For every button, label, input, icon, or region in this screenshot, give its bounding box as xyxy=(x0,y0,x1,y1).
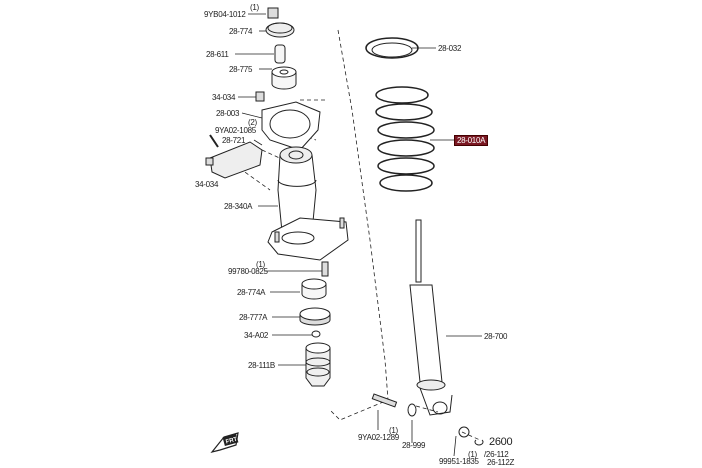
part-label-28-999[interactable]: 28-999 xyxy=(402,441,426,450)
part-label-28-774[interactable]: 28-774 xyxy=(229,27,253,36)
front-arrow-text: FRT xyxy=(225,437,238,446)
part-label-28-003[interactable]: 28-003 xyxy=(216,109,240,118)
qty-9yb04: (1) xyxy=(250,3,259,12)
part-label-9yb04-1012[interactable]: 9YB04-1012 xyxy=(204,10,246,19)
part-label-28-010a-highlighted[interactable]: 28-010A xyxy=(454,135,489,146)
coil-spring xyxy=(375,86,435,192)
part-label-99951-1835[interactable]: 99951-1835 xyxy=(439,457,479,466)
part-label-28-774a[interactable]: 28-774A xyxy=(237,288,266,297)
ring-34-a02 xyxy=(311,330,321,338)
part-label-26-112[interactable]: /26-112 xyxy=(484,450,509,459)
part-label-28-777a[interactable]: 28-777A xyxy=(239,313,268,322)
part-label-9ya02-1289[interactable]: 9YA02-1289 xyxy=(358,433,399,442)
qty-9ya02-1085: (2) xyxy=(248,118,257,127)
front-arrow-icon: FRT xyxy=(210,432,239,454)
qty-9ya02-1289: (1) xyxy=(389,426,398,435)
part-label-28-032[interactable]: 28-032 xyxy=(438,44,462,53)
qty-99951: (1) xyxy=(468,450,477,459)
sleeve-28-611 xyxy=(274,44,286,64)
part-label-34-a02[interactable]: 34-A02 xyxy=(244,331,268,340)
qty-99780: (1) xyxy=(256,260,265,269)
cap-28-774 xyxy=(265,22,295,38)
part-label-28-111b[interactable]: 28-111B xyxy=(248,361,275,370)
part-label-2600[interactable]: 2600 xyxy=(489,436,513,448)
part-label-28-700[interactable]: 28-700 xyxy=(484,332,508,341)
bushing-28-774a xyxy=(301,278,327,300)
bump-stop-28-111b xyxy=(305,342,331,387)
bolt-99780 xyxy=(321,261,329,277)
shock-absorber xyxy=(371,219,484,446)
nut-9yb04 xyxy=(267,7,279,19)
spring-seat-28-032 xyxy=(365,37,419,59)
part-label-28-611[interactable]: 28-611 xyxy=(206,50,229,59)
part-label-28-775[interactable]: 28-775 xyxy=(229,65,253,74)
part-label-9ya02-1085[interactable]: 9YA02-1085 xyxy=(215,126,256,135)
part-label-34-034-lower[interactable]: 34-034 xyxy=(195,180,219,189)
part-label-28-721[interactable]: 28-721 xyxy=(222,136,246,145)
nut-34-034 xyxy=(255,91,265,102)
part-label-99780-0825[interactable]: 99780-0825 xyxy=(228,267,268,276)
upper-mount-housing xyxy=(267,146,349,261)
leader-lines xyxy=(235,13,482,457)
plate-28-003 xyxy=(261,101,321,151)
part-label-34-034[interactable]: 34-034 xyxy=(212,93,236,102)
seat-28-777a xyxy=(299,307,331,326)
part-label-28-340a[interactable]: 28-340A xyxy=(224,202,253,211)
bracket-28-721 xyxy=(205,134,263,179)
part-label-26-112z[interactable]: 26-112Z xyxy=(487,458,515,467)
bushing-28-775 xyxy=(271,66,297,90)
dashed-guides xyxy=(227,29,481,441)
